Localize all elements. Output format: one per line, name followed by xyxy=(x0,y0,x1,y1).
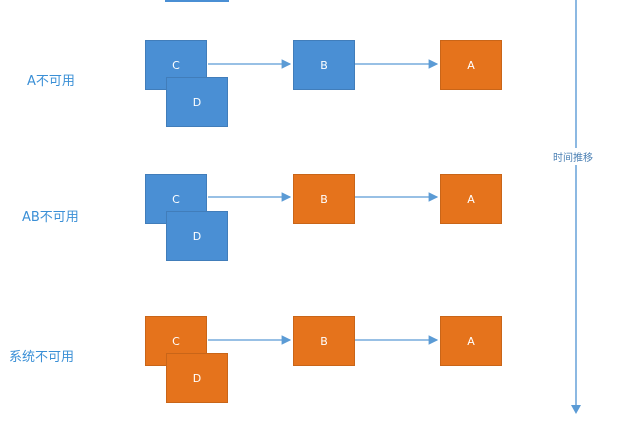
node-b-row2: B xyxy=(293,174,355,224)
node-label: A xyxy=(467,58,475,72)
node-label: B xyxy=(320,334,328,348)
node-d-row3: D xyxy=(166,353,228,403)
node-label: B xyxy=(320,192,328,206)
row-label-system-unavailable: 系统不可用 xyxy=(9,350,75,365)
node-d-row1: D xyxy=(166,77,228,127)
time-axis-arrowhead xyxy=(571,405,581,414)
node-label: C xyxy=(172,192,180,206)
node-label: D xyxy=(192,95,202,109)
row-label-a-unavailable: A不可用 xyxy=(27,74,75,89)
time-axis-label: 时间推移 xyxy=(553,148,593,165)
node-label: B xyxy=(320,58,328,72)
node-label: C xyxy=(172,334,180,348)
node-label: C xyxy=(172,58,180,72)
node-b-row1: B xyxy=(293,40,355,90)
node-a-row2: A xyxy=(440,174,502,224)
node-label: A xyxy=(467,192,475,206)
node-a-row3: A xyxy=(440,316,502,366)
node-a-row1: A xyxy=(440,40,502,90)
cropped-node xyxy=(165,0,229,2)
node-b-row3: B xyxy=(293,316,355,366)
node-d-row2: D xyxy=(166,211,228,261)
node-label: D xyxy=(192,371,202,385)
node-label: D xyxy=(192,229,202,243)
node-label: A xyxy=(467,334,475,348)
row-label-ab-unavailable: AB不可用 xyxy=(22,210,79,225)
